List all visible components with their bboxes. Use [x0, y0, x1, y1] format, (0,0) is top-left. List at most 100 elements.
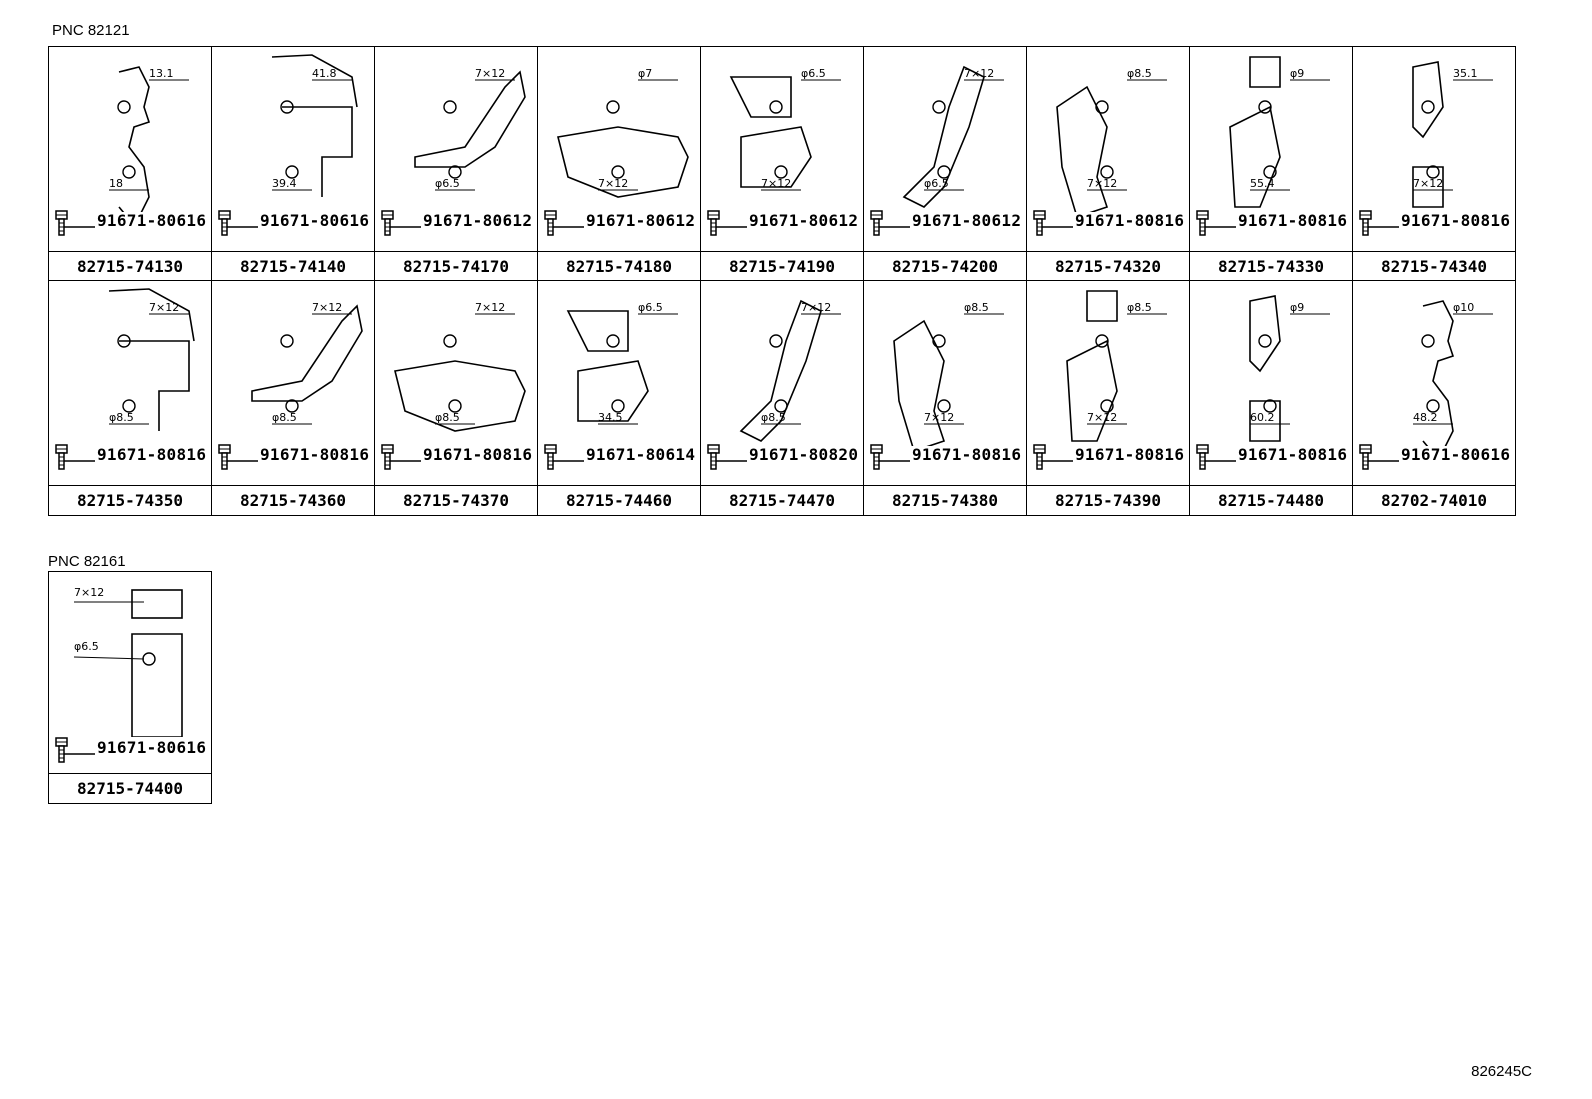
dimension-label: φ6.5 [801, 67, 826, 80]
bolt-callout: 91671-80816 [1190, 210, 1352, 236]
bolt-part-number[interactable]: 91671-80820 [749, 445, 859, 464]
bracket-drawing: 7×12 φ6.5 [902, 65, 1004, 208]
mounting-hole [1426, 165, 1440, 179]
bolt-part-number[interactable]: 91671-80816 [97, 445, 207, 464]
mounting-hole [448, 399, 462, 413]
cell-divider [49, 485, 211, 486]
bracket-drawing: φ6.57×12 [729, 67, 841, 191]
part-number[interactable]: 82715-74200 [892, 257, 998, 276]
part-number[interactable]: 82715-74190 [729, 257, 835, 276]
dimension-label: 7×12 [598, 177, 628, 190]
bolt-part-number[interactable]: 91671-80616 [97, 738, 207, 757]
dimension-label: 7×12 [1087, 177, 1117, 190]
mounting-hole [1258, 100, 1272, 114]
bolt-icon [870, 210, 910, 236]
part-number[interactable]: 82715-74180 [566, 257, 672, 276]
cell-divider [1027, 251, 1189, 252]
part-number[interactable]: 82715-74350 [77, 491, 183, 510]
cell-divider [375, 485, 537, 486]
bracket-drawing: 13.118 [109, 66, 189, 212]
pnc-label-bottom: PNC 82161 [48, 553, 126, 570]
mounting-hole [1426, 399, 1440, 413]
dimension-label: φ6.5 [74, 640, 99, 653]
bolt-part-number[interactable]: 91671-80616 [1401, 445, 1511, 464]
bolt-callout: 91671-80616 [49, 210, 211, 236]
part-cell: 7×12 φ6.5 91671-80612 82715-74200 [863, 46, 1027, 282]
part-number[interactable]: 82715-74460 [566, 491, 672, 510]
dimension-label: φ6.5 [924, 177, 949, 190]
dimension-label: 7×12 [312, 301, 342, 314]
bolt-part-number[interactable]: 91671-80616 [97, 211, 207, 230]
dimension-label: 41.8 [312, 67, 337, 80]
bolt-part-number[interactable]: 91671-80612 [586, 211, 696, 230]
bolt-icon [707, 210, 747, 236]
part-number[interactable]: 82715-74170 [403, 257, 509, 276]
dimension-label: φ8.5 [964, 301, 989, 314]
bracket-outline [1412, 61, 1444, 208]
bracket-outline [414, 70, 526, 168]
bracket-drawing: φ6.534.5 [566, 301, 678, 425]
bolt-part-number[interactable]: 91671-80816 [1075, 445, 1185, 464]
part-number[interactable]: 82715-74340 [1381, 257, 1487, 276]
part-number[interactable]: 82715-74400 [77, 779, 183, 798]
mounting-hole [1095, 100, 1109, 114]
bolt-icon [544, 210, 584, 236]
bracket-outline [108, 288, 195, 431]
cell-divider [864, 485, 1026, 486]
bolt-callout: 91671-80816 [1190, 444, 1352, 470]
bolt-part-number[interactable]: 91671-80614 [586, 445, 696, 464]
bolt-part-number[interactable]: 91671-80816 [912, 445, 1022, 464]
mounting-hole [932, 100, 946, 114]
cell-divider [864, 251, 1026, 252]
part-number[interactable]: 82702-74010 [1381, 491, 1487, 510]
bolt-part-number[interactable]: 91671-80612 [423, 211, 533, 230]
mounting-hole [1263, 399, 1277, 413]
bolt-icon [381, 444, 421, 470]
mounting-hole [285, 165, 299, 179]
bolt-icon [1033, 210, 1073, 236]
part-number[interactable]: 82715-74480 [1218, 491, 1324, 510]
bolt-callout: 91671-80816 [864, 444, 1026, 470]
bolt-icon [870, 444, 910, 470]
bolt-part-number[interactable]: 91671-80816 [1238, 211, 1348, 230]
bolt-part-number[interactable]: 91671-80616 [260, 211, 370, 230]
bolt-part-number[interactable]: 91671-80612 [912, 211, 1022, 230]
bracket-drawing: φ8.5 7×12 [893, 301, 1004, 446]
bolt-callout: 91671-80816 [375, 444, 537, 470]
part-number[interactable]: 82715-74390 [1055, 491, 1161, 510]
dimension-label: 7×12 [964, 67, 994, 80]
dimension-label: 35.1 [1453, 67, 1478, 80]
dimension-label: 7×12 [924, 411, 954, 424]
bolt-callout: 91671-80616 [212, 210, 374, 236]
part-number[interactable]: 82715-74470 [729, 491, 835, 510]
bolt-part-number[interactable]: 91671-80816 [260, 445, 370, 464]
bolt-part-number[interactable]: 91671-80816 [1238, 445, 1348, 464]
part-number[interactable]: 82715-74370 [403, 491, 509, 510]
cell-divider [538, 485, 700, 486]
part-number[interactable]: 82715-74360 [240, 491, 346, 510]
bolt-part-number[interactable]: 91671-80612 [749, 211, 859, 230]
bolt-part-number[interactable]: 91671-80816 [423, 445, 533, 464]
part-number[interactable]: 82715-74330 [1218, 257, 1324, 276]
cell-divider [1353, 485, 1515, 486]
cell-divider [701, 251, 863, 252]
dimension-label: φ9 [1290, 301, 1304, 314]
bolt-part-number[interactable]: 91671-80816 [1075, 211, 1185, 230]
bracket-outline [131, 633, 183, 737]
bolt-part-number[interactable]: 91671-80816 [1401, 211, 1511, 230]
part-number[interactable]: 82715-74130 [77, 257, 183, 276]
bolt-callout: 91671-80816 [49, 444, 211, 470]
part-number[interactable]: 82715-74320 [1055, 257, 1161, 276]
part-number[interactable]: 82715-74140 [240, 257, 346, 276]
dimension-label: φ8.5 [761, 411, 786, 424]
bracket-outline [131, 589, 183, 619]
dimension-label: 7×12 [1087, 411, 1117, 424]
bracket-drawing: φ8.57×12 [1066, 290, 1167, 442]
part-number[interactable]: 82715-74380 [892, 491, 998, 510]
